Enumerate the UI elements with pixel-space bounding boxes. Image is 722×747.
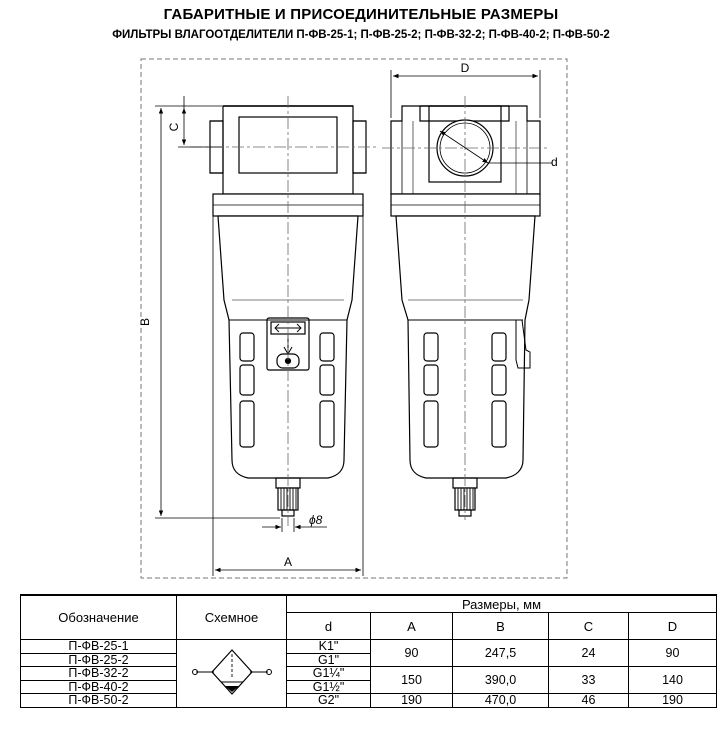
row-d: G1" — [286, 652, 371, 667]
row-name: П-ФВ-25-2 — [20, 652, 177, 667]
scheme-symbol-cell — [176, 639, 287, 708]
group2-A: 150 — [370, 666, 453, 694]
row-d: G1½" — [286, 679, 371, 694]
dim-label-B: B — [138, 318, 152, 326]
side-view — [382, 96, 548, 520]
drawing-frame — [140, 58, 568, 579]
dim-label-C: C — [167, 122, 181, 131]
front-view — [190, 96, 378, 526]
header-designation: Обозначение — [20, 594, 177, 640]
header-D: D — [628, 612, 717, 640]
dim-label-D: D — [461, 61, 470, 75]
group2-D: 140 — [628, 666, 717, 694]
group3-B: 470,0 — [452, 693, 549, 708]
front-dimensions — [155, 96, 364, 576]
header-A: A — [370, 612, 453, 640]
group1-D: 90 — [628, 639, 717, 667]
group2-B: 390,0 — [452, 666, 549, 694]
filter-symbol-icon — [191, 649, 272, 695]
group1-B: 247,5 — [452, 639, 549, 667]
header-dimensions-group: Размеры, мм — [286, 594, 717, 613]
group1-C: 24 — [548, 639, 629, 667]
group3-D: 190 — [628, 693, 717, 708]
row-name: П-ФВ-50-2 — [20, 693, 177, 708]
header-scheme: Схемное — [176, 594, 287, 640]
group3-A: 190 — [370, 693, 453, 708]
header-B: B — [452, 612, 549, 640]
row-d: G1¼" — [286, 666, 371, 681]
group1-A: 90 — [370, 639, 453, 667]
dim-label-phi8: ϕ8 — [309, 513, 323, 527]
row-d: K1" — [286, 639, 371, 654]
group2-C: 33 — [548, 666, 629, 694]
header-C: C — [548, 612, 629, 640]
header-d: d — [286, 612, 371, 640]
side-dimensions — [390, 70, 552, 164]
row-name: П-ФВ-32-2 — [20, 666, 177, 681]
page-subtitle: ФИЛЬТРЫ ВЛАГООТДЕЛИТЕЛИ П-ФВ-25-1; П-ФВ-… — [112, 29, 610, 41]
dim-label-A: A — [284, 555, 292, 569]
row-name: П-ФВ-25-1 — [20, 639, 177, 654]
group3-C: 46 — [548, 693, 629, 708]
page-title: ГАБАРИТНЫЕ И ПРИСОЕДИНИТЕЛЬНЫЕ РАЗМЕРЫ — [163, 6, 559, 23]
row-d: G2" — [286, 693, 371, 708]
dimensions-table: Обозначение Схемное Размеры, мм d A B C … — [20, 594, 717, 708]
row-name: П-ФВ-40-2 — [20, 679, 177, 694]
dim-label-d: d — [551, 155, 558, 169]
technical-drawing: B C A ϕ8 — [138, 58, 568, 579]
